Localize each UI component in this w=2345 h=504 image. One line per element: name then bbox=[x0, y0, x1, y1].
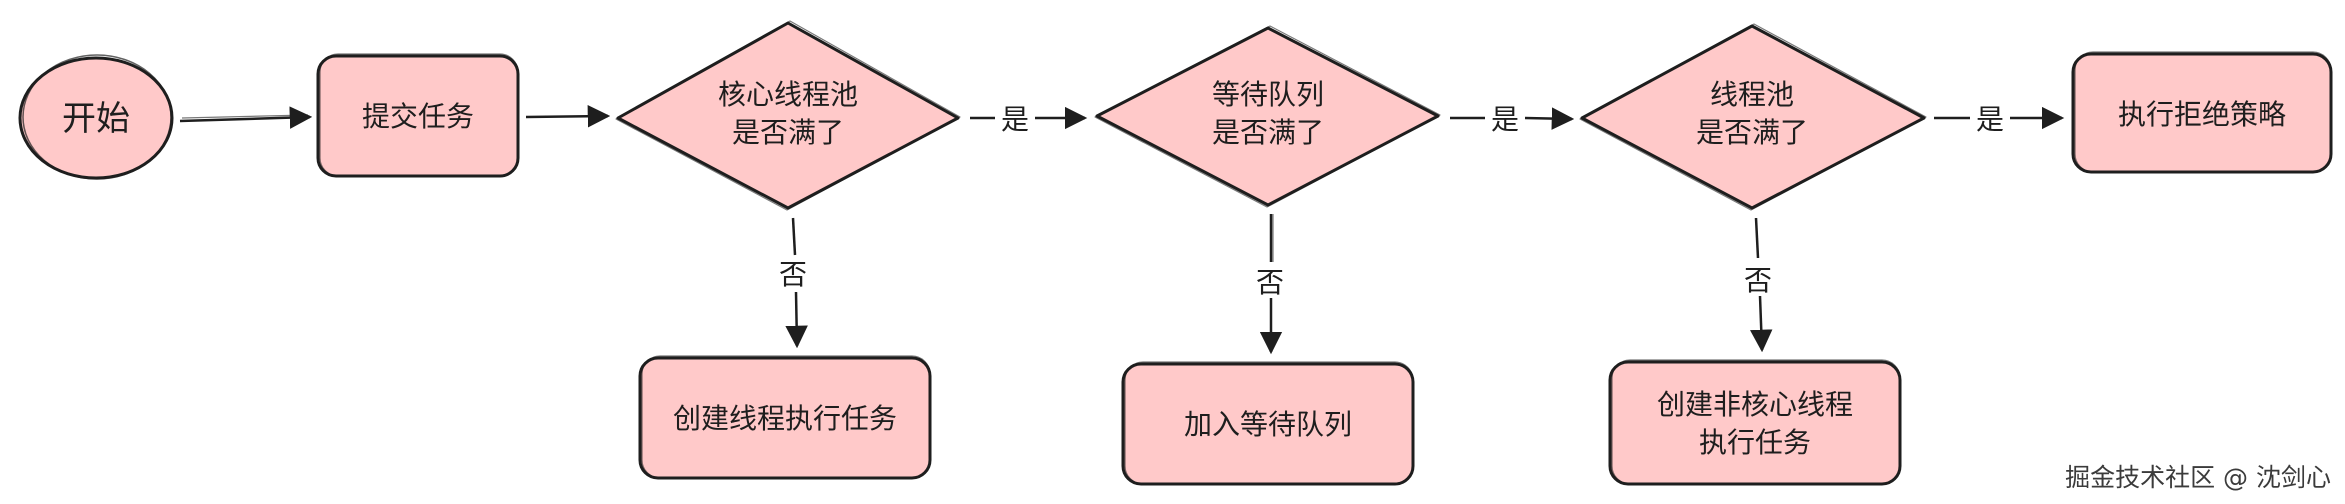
submit-task-label: 提交任务 bbox=[362, 100, 474, 133]
start-node: 开始 bbox=[18, 54, 174, 180]
create-core-thread-node: 创建线程执行任务 bbox=[638, 355, 932, 480]
queue-full-label-1: 等待队列 bbox=[1212, 78, 1324, 111]
core-pool-full-decision: 核心线程池 是否满了 bbox=[615, 20, 961, 211]
arrow-submit-to-core-decision bbox=[525, 104, 611, 128]
core-no-label: 否 bbox=[779, 258, 807, 291]
enqueue-label: 加入等待队列 bbox=[1184, 408, 1352, 441]
create-noncore-thread-label-1: 创建非核心线程 bbox=[1657, 388, 1853, 421]
arrow-pool-no-to-create-noncore: 否 bbox=[1744, 217, 1773, 353]
pool-no-label: 否 bbox=[1744, 264, 1772, 297]
enqueue-node: 加入等待队列 bbox=[1121, 361, 1415, 486]
arrow-start-to-submit bbox=[179, 106, 313, 129]
arrow-queue-yes-to-pool: 是 bbox=[1450, 103, 1575, 136]
queue-no-label: 否 bbox=[1256, 266, 1284, 299]
arrow-pool-yes-to-reject: 是 bbox=[1934, 103, 2065, 136]
pool-full-label-2: 是否满了 bbox=[1696, 116, 1808, 149]
core-pool-full-label-1: 核心线程池 bbox=[718, 78, 858, 111]
start-label: 开始 bbox=[62, 99, 130, 139]
core-pool-full-label-2: 是否满了 bbox=[732, 116, 844, 149]
create-noncore-thread-node: 创建非核心线程 执行任务 bbox=[1608, 359, 1902, 486]
pool-yes-label: 是 bbox=[1976, 103, 2004, 136]
queue-yes-label: 是 bbox=[1491, 103, 1519, 136]
pool-full-label-1: 线程池 bbox=[1710, 78, 1794, 111]
watermark: 掘金技术社区 @ 沈剑心 bbox=[2065, 463, 2331, 492]
arrow-queue-no-to-enqueue: 否 bbox=[1256, 214, 1284, 355]
arrow-core-no-to-create: 否 bbox=[779, 217, 808, 349]
submit-task-node: 提交任务 bbox=[316, 53, 520, 178]
create-core-thread-label: 创建线程执行任务 bbox=[673, 402, 897, 435]
reject-policy-label: 执行拒绝策略 bbox=[2118, 98, 2286, 131]
core-yes-label: 是 bbox=[1001, 103, 1029, 136]
create-noncore-thread-label-2: 执行任务 bbox=[1699, 426, 1811, 459]
arrow-core-yes-to-queue: 是 bbox=[970, 103, 1088, 136]
queue-full-decision: 等待队列 是否满了 bbox=[1094, 25, 1441, 208]
pool-full-decision: 线程池 是否满了 bbox=[1579, 23, 1927, 211]
queue-full-label-2: 是否满了 bbox=[1212, 116, 1324, 149]
reject-policy-node: 执行拒绝策略 bbox=[2071, 51, 2333, 174]
